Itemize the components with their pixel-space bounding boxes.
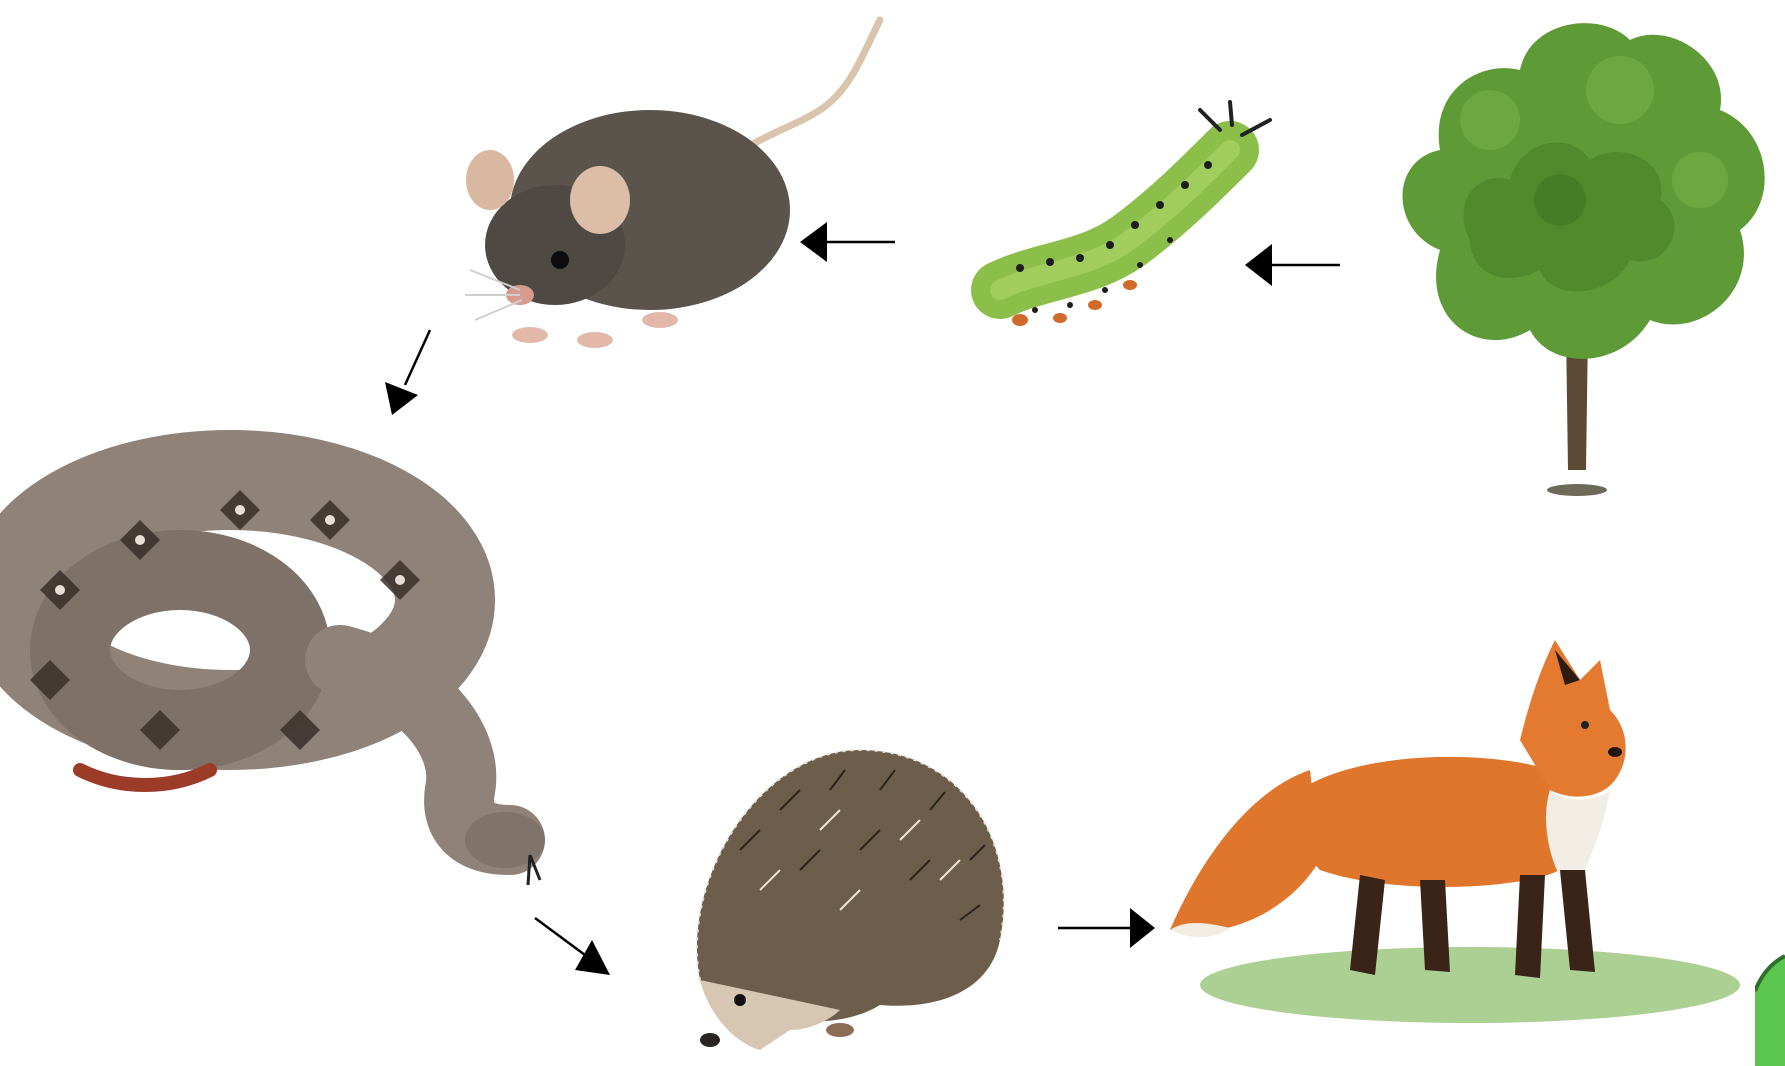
arrow-snake-to-hedgehog (535, 918, 610, 975)
arrow-caterpillar-to-mouse (800, 222, 895, 262)
arrow-hedgehog-to-fox (1058, 908, 1155, 948)
arrow-tree-to-caterpillar (1245, 244, 1340, 286)
partial-shape-edge (1755, 946, 1785, 1066)
arrow-mouse-to-snake (385, 330, 430, 415)
